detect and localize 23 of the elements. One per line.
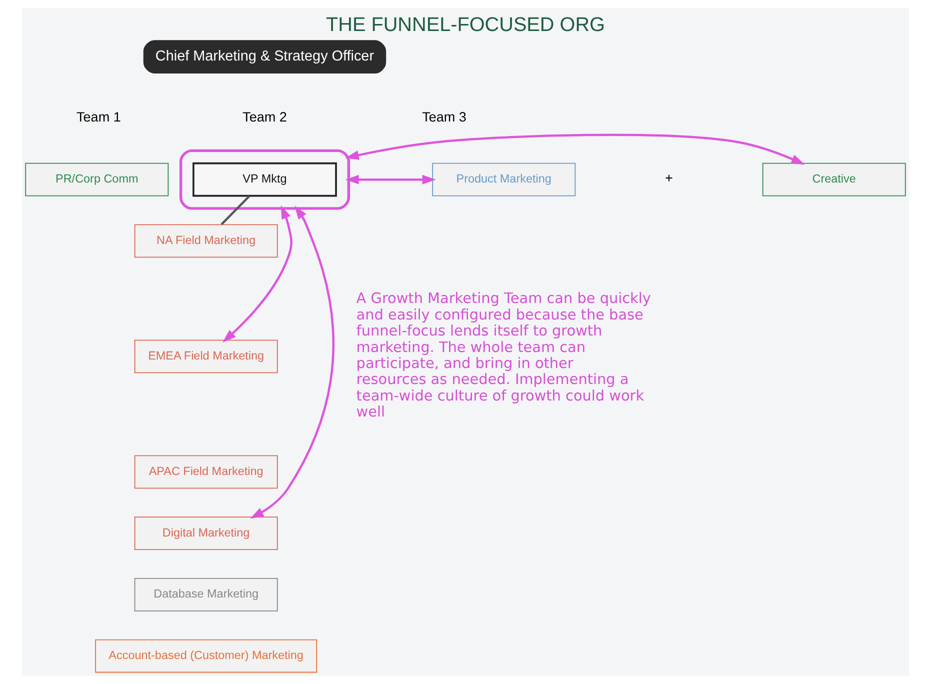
connector	[220, 195, 250, 226]
label: Team 1	[76, 109, 121, 124]
diagram-title: THE FUNNEL-FOCUSED ORG	[326, 14, 605, 36]
node-box: VP Mktg	[192, 162, 337, 197]
label: Team 3	[422, 109, 466, 124]
node-box: APAC Field Marketing	[134, 455, 278, 489]
node-box: Account-based (Customer) Marketing	[95, 639, 318, 673]
node-box: PR/Corp Comm	[25, 162, 169, 196]
node-box: EMEA Field Marketing	[134, 340, 278, 374]
arrow	[222, 205, 292, 342]
node-box: Product Marketing	[432, 162, 576, 196]
cluster	[179, 149, 350, 210]
node-box: NA Field Marketing	[134, 224, 278, 258]
arrow	[250, 206, 334, 519]
node-box: Database Marketing	[134, 578, 278, 612]
label: +	[665, 170, 673, 186]
arrow	[345, 134, 805, 165]
arrow	[345, 174, 436, 184]
node-box: Digital Marketing	[134, 516, 278, 550]
node-box: Chief Marketing & Strategy Officer	[143, 40, 386, 74]
node-box: Creative	[762, 162, 906, 196]
label: Team 2	[242, 109, 287, 124]
label: A Growth Marketing Team can be quickly and easily configured because the base funnel-focus lends itself to growth marketing. The whole team can participate, and bring in other resources as needed. Implementing a team-wide culture of growth could work well	[356, 291, 651, 421]
